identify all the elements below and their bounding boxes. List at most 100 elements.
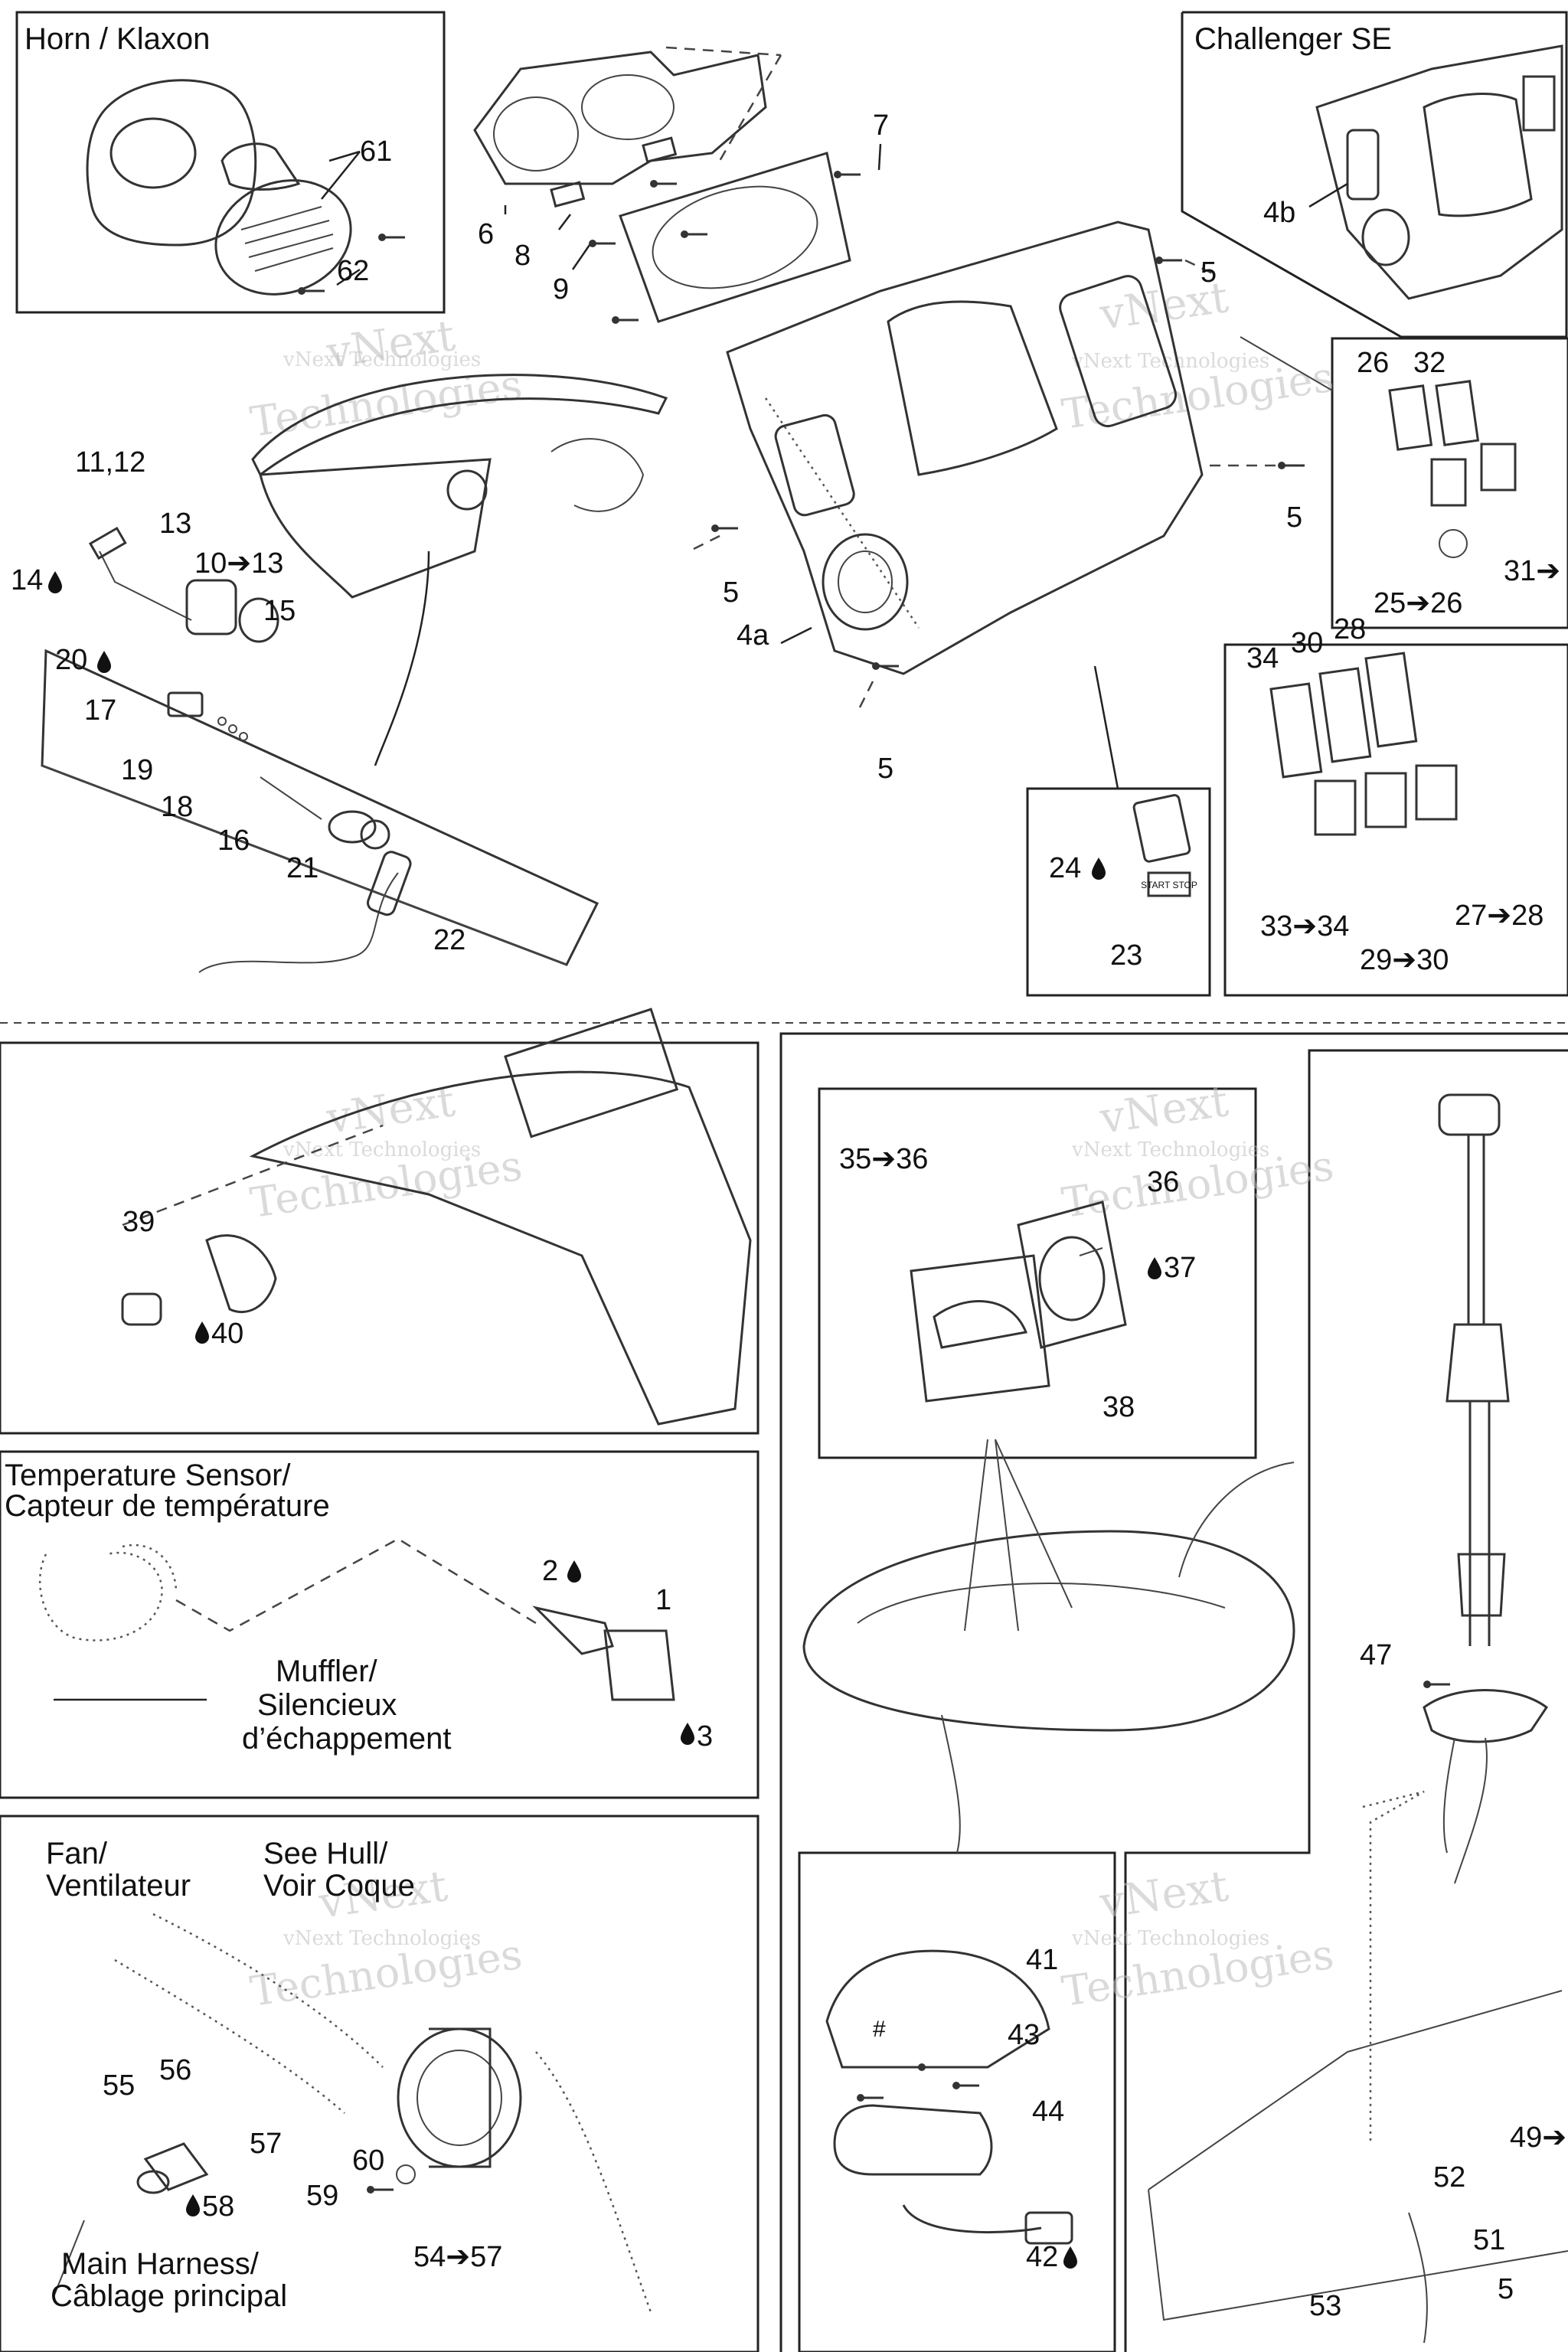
callout-9: 9 — [553, 273, 569, 305]
horn-box — [15, 11, 446, 314]
callout-33-34: 33➔34 — [1260, 910, 1349, 942]
muffler-label-2: Silencieux — [257, 1688, 397, 1722]
callout-6: 6 — [478, 218, 494, 250]
bottom-right-frame — [779, 1032, 1568, 2352]
callout-44: 44 — [1032, 2096, 1064, 2128]
callout-5-c: 5 — [723, 577, 739, 609]
callout-5-b: 5 — [1286, 501, 1302, 534]
lamp-symbol: # — [873, 2017, 886, 2042]
callout-23: 23 — [1110, 939, 1142, 972]
antenna-section: 47 49➔ 52 51 5 53 — [1148, 1093, 1568, 2344]
callout-4a: 4a — [737, 619, 769, 652]
callout-26: 26 — [1357, 347, 1389, 379]
dash-outline — [726, 220, 1204, 675]
callout-14: 14 — [11, 564, 43, 596]
svg-text:vNext: vNext — [323, 1076, 459, 1144]
temp-section: Temperature Sensor/ Capteur de températu… — [5, 1459, 713, 1756]
svg-text:vNext Technologies: vNext Technologies — [1071, 1927, 1269, 1950]
callout-5-d: 5 — [877, 753, 893, 785]
temp-box — [0, 1450, 760, 1799]
horn-section: Horn / Klaxon 61 62 — [24, 22, 407, 296]
callout-20: 20 — [55, 644, 87, 676]
callout-28: 28 — [1334, 613, 1366, 645]
horn-body — [220, 142, 301, 191]
callout-5-a: 5 — [1200, 256, 1217, 289]
callout-8: 8 — [514, 240, 531, 272]
gauge-box-parts: 35➔36 36 37 38 — [839, 1143, 1196, 1423]
harness-label-1: Main Harness/ — [61, 2247, 260, 2281]
svg-text:vNext: vNext — [1096, 1861, 1232, 1929]
fan-section: Fan/ Ventilateur See Hull/ Voir Coque Ma… — [46, 1837, 652, 2313]
challenger-title: Challenger SE — [1194, 22, 1392, 56]
console-section: 11,12 13 14 10➔13 15 20 17 19 18 16 21 2… — [11, 374, 668, 973]
switch-box-24-parts: START STOP 24 23 — [1049, 794, 1197, 972]
callout-24: 24 — [1049, 852, 1081, 884]
callout-43: 43 — [1008, 2019, 1040, 2051]
switch-box-a — [1331, 337, 1568, 629]
callout-57: 57 — [250, 2128, 282, 2160]
callout-39: 39 — [122, 1206, 155, 1238]
callout-54-57: 54➔57 — [413, 2241, 502, 2273]
callout-19: 19 — [121, 754, 153, 786]
svg-text:vNext Technologies: vNext Technologies — [283, 1927, 481, 1950]
callout-16: 16 — [217, 825, 250, 857]
horn-grille — [214, 179, 352, 296]
callout-4b: 4b — [1263, 197, 1295, 229]
callout-13: 13 — [159, 508, 191, 540]
switch-box-b — [1223, 643, 1568, 997]
callout-50: 5 — [1498, 2273, 1514, 2305]
svg-text:vNext Technologies: vNext Technologies — [283, 348, 481, 371]
callout-55: 55 — [103, 2069, 135, 2102]
horn-title: Horn / Klaxon — [24, 22, 210, 56]
callout-11-12: 11,12 — [75, 446, 145, 479]
boat-hull — [802, 1439, 1295, 1854]
switch-box-24 — [1026, 787, 1211, 997]
socket-section: 39 40 — [121, 1008, 752, 1426]
callout-34: 34 — [1246, 642, 1279, 675]
temp-title-2: Capteur de température — [5, 1489, 330, 1523]
fan-title-2: Ventilateur — [46, 1869, 191, 1903]
callout-38: 38 — [1102, 1391, 1135, 1423]
antenna-frame — [1124, 1049, 1568, 2352]
callout-1: 1 — [655, 1584, 671, 1616]
callout-61: 61 — [360, 136, 392, 168]
muffler-label-3: d’échappement — [242, 1722, 452, 1756]
callout-18: 18 — [161, 791, 193, 823]
lamp-box — [798, 1851, 1116, 2352]
callout-3: 3 — [697, 1720, 713, 1753]
callout-47: 47 — [1360, 1639, 1392, 1671]
callout-59: 59 — [306, 2180, 338, 2212]
hull-label-2: Voir Coque — [263, 1869, 415, 1903]
callout-2: 2 — [542, 1555, 558, 1587]
callout-52: 52 — [1433, 2161, 1465, 2194]
callout-36: 36 — [1147, 1166, 1179, 1198]
gasket-plate — [619, 152, 851, 323]
fan-box — [0, 1815, 760, 2352]
callout-27-28: 27➔28 — [1455, 900, 1544, 932]
callout-22: 22 — [433, 924, 466, 956]
callout-10-13: 10➔13 — [194, 547, 283, 580]
switch-box-b-parts: 34 30 28 33➔34 29➔30 27➔28 — [1246, 613, 1544, 976]
callout-51: 51 — [1473, 2224, 1505, 2256]
svg-text:vNext Technologies: vNext Technologies — [1071, 350, 1269, 373]
fan-title-1: Fan/ — [46, 1837, 108, 1870]
callout-58: 58 — [202, 2190, 234, 2223]
svg-text:vNext Technologies: vNext Technologies — [1071, 1138, 1269, 1161]
dash-panel: 5 5 5 5 4a — [688, 220, 1306, 789]
callout-17: 17 — [84, 694, 116, 727]
callout-31: 31➔ — [1504, 555, 1560, 587]
hull-label-1: See Hull/ — [263, 1837, 388, 1870]
callout-62: 62 — [337, 255, 369, 287]
section-frames — [0, 11, 1568, 2352]
callout-56: 56 — [159, 2054, 191, 2086]
callout-41: 41 — [1026, 1944, 1058, 1976]
callout-32: 32 — [1413, 347, 1446, 379]
gauge-box — [818, 1087, 1257, 1459]
socket-box — [0, 1041, 760, 1435]
challenger-box — [1181, 11, 1568, 338]
horn-plate — [86, 79, 257, 247]
callout-21: 21 — [286, 852, 318, 884]
callout-29-30: 29➔30 — [1360, 944, 1449, 976]
challenger-section: Challenger SE 4b — [1194, 22, 1563, 300]
harness-label-2: Câblage principal — [51, 2279, 287, 2313]
